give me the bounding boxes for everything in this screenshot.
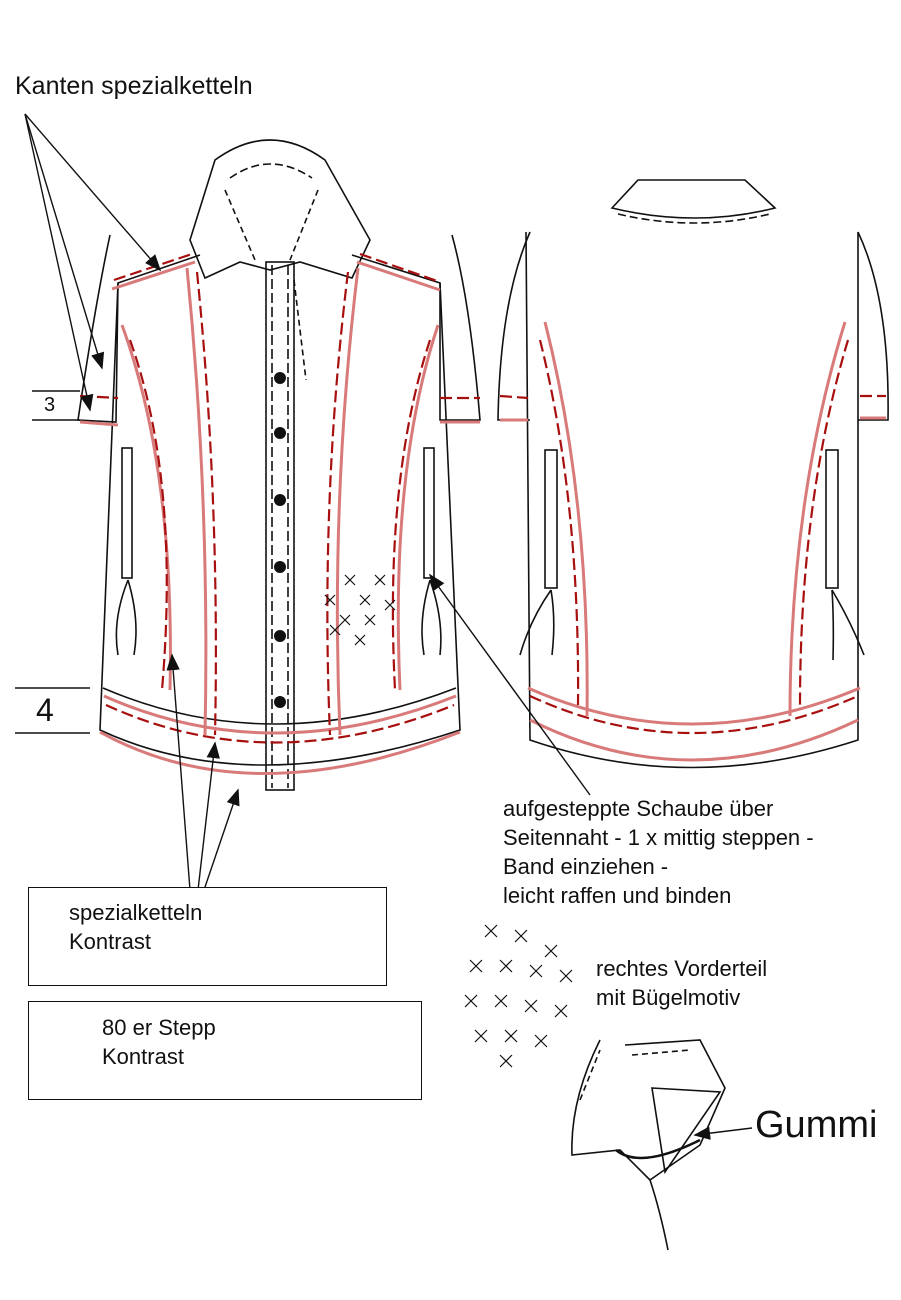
front-placket bbox=[265, 261, 295, 791]
arrow-chain-3 bbox=[203, 788, 240, 891]
front-collar bbox=[189, 139, 371, 280]
annotation-arrows bbox=[24, 113, 753, 1140]
arrow-gummi bbox=[693, 1126, 753, 1140]
arrow-schaube bbox=[429, 573, 591, 796]
label-gummi: Gummi bbox=[755, 1104, 878, 1146]
button-dot bbox=[274, 494, 286, 506]
schaube-line: aufgesteppte Schaube über bbox=[503, 796, 774, 821]
button-dot bbox=[274, 372, 286, 384]
legend-line: 80 er Stepp bbox=[102, 1015, 216, 1040]
front-left-lacing bbox=[121, 447, 133, 579]
front-body-outline bbox=[99, 254, 461, 766]
front-right-lacing bbox=[423, 447, 435, 579]
button-dot bbox=[274, 696, 286, 708]
label-motif: rechtes Vorderteil mit Bügelmotiv bbox=[596, 954, 767, 1012]
collar-detail bbox=[571, 1039, 726, 1251]
motif-line: mit Bügelmotiv bbox=[596, 985, 741, 1010]
back-view bbox=[497, 179, 889, 769]
label-schaube: aufgesteppte Schaube über Seitennaht - 1… bbox=[503, 794, 814, 910]
button-dot bbox=[274, 561, 286, 573]
measure-lines bbox=[15, 390, 90, 734]
back-body-outline bbox=[525, 231, 859, 769]
back-left-lacing bbox=[544, 449, 558, 589]
legend-line: Kontrast bbox=[69, 929, 151, 954]
legend-box-chain: spezialketteln Kontrast bbox=[28, 887, 387, 986]
front-buttons bbox=[274, 372, 286, 708]
legend-text-chain: spezialketteln Kontrast bbox=[69, 898, 202, 956]
back-collar bbox=[610, 179, 777, 219]
arrow-edges-2 bbox=[24, 113, 105, 370]
motif-line: rechtes Vorderteil bbox=[596, 956, 768, 981]
schaube-line: Band einziehen - bbox=[503, 854, 669, 879]
motif-legend-icon bbox=[464, 924, 573, 1068]
button-dot bbox=[274, 630, 286, 642]
schaube-line: Seitennaht - 1 x mittig steppen - bbox=[503, 825, 814, 850]
front-left-sleeve bbox=[77, 234, 119, 423]
button-dot bbox=[274, 427, 286, 439]
legend-box-stitch: 80 er Stepp Kontrast bbox=[28, 1001, 422, 1100]
label-body-hem: 4 bbox=[36, 692, 54, 728]
front-chain-stitching bbox=[79, 260, 480, 775]
back-stitch-80 bbox=[499, 339, 886, 734]
back-right-lacing bbox=[825, 449, 839, 589]
schaube-line: leicht raffen und binden bbox=[503, 883, 732, 908]
back-left-sleeve bbox=[497, 231, 531, 421]
front-view bbox=[77, 139, 481, 791]
label-edges: Kanten spezialketteln bbox=[15, 72, 253, 100]
legend-text-stitch: 80 er Stepp Kontrast bbox=[102, 1013, 216, 1071]
back-right-sleeve bbox=[857, 231, 889, 421]
arrow-chain-1 bbox=[166, 653, 191, 891]
front-right-sleeve bbox=[439, 234, 481, 421]
arrow-edges-3 bbox=[24, 113, 94, 412]
front-motif bbox=[324, 574, 396, 646]
back-chain-stitching bbox=[500, 321, 886, 762]
legend-line: spezialketteln bbox=[69, 900, 203, 925]
legend-line: Kontrast bbox=[102, 1044, 184, 1069]
label-sleeve-hem: 3 bbox=[44, 394, 56, 416]
arrow-chain-2 bbox=[197, 741, 220, 891]
arrow-edges-1 bbox=[24, 113, 162, 272]
